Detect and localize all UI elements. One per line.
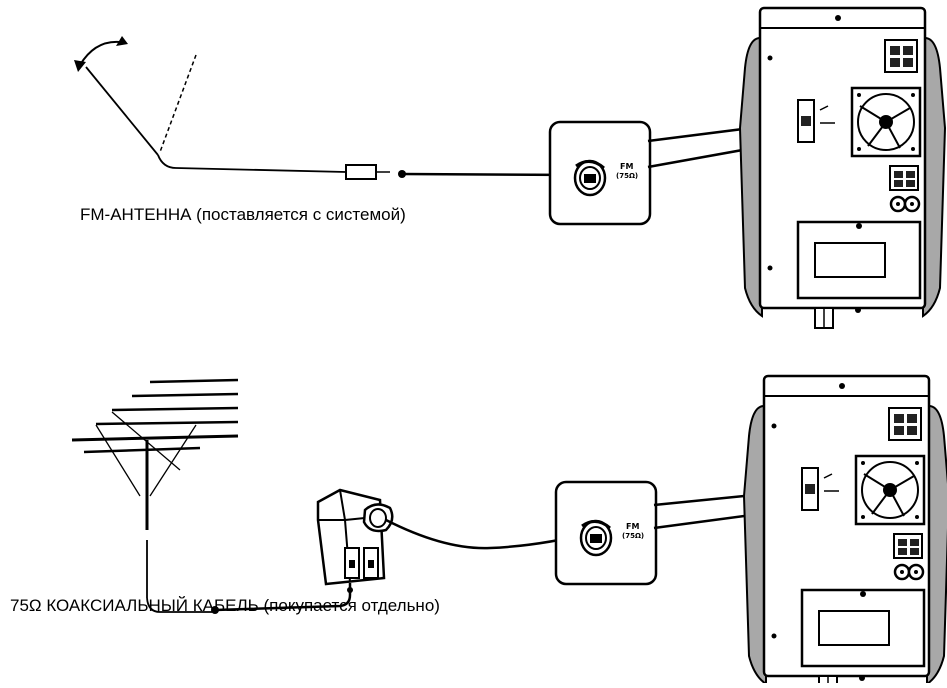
jack-label-bottom-2: (75Ω) xyxy=(622,532,644,540)
fm-antenna-caption: FM-АНТЕННА (поставляется с системой) xyxy=(80,205,406,224)
fm-wire-antenna-icon xyxy=(74,36,390,180)
antenna-jack-closeup-icon: FM (75Ω) xyxy=(554,480,658,586)
stereo-rear-panel-icon xyxy=(738,6,947,330)
coax-cable-to-adapter xyxy=(211,583,353,614)
jack-label-bottom-1: FM xyxy=(626,522,639,531)
wall-outlet-adapter-icon xyxy=(316,488,394,586)
antenna-jack-closeup-icon: FM (75Ω) xyxy=(548,120,652,226)
stereo-rear-panel-icon xyxy=(742,374,947,688)
jack-label-top-1: FM xyxy=(620,162,633,171)
yagi-antenna-icon xyxy=(71,378,239,613)
coax-cable-caption: 75Ω КОАКСИАЛЬНЫЙ КАБЕЛЬ (покупается отде… xyxy=(10,596,440,615)
jack-label-top-2: (75Ω) xyxy=(616,172,638,180)
